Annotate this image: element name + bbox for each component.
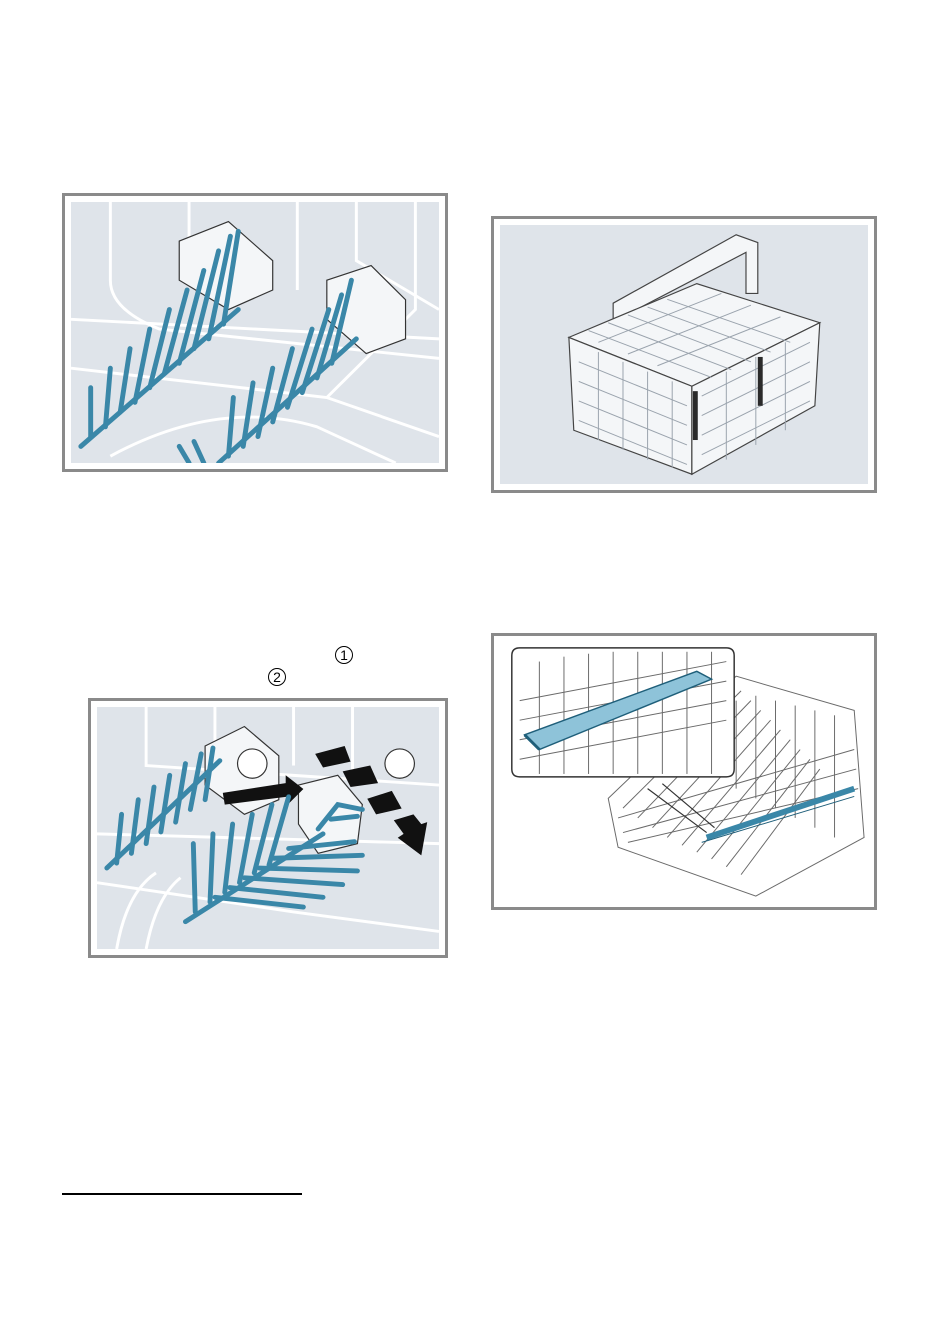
cutlery-basket-illustration-icon: [500, 225, 868, 484]
callout-circle-2: [385, 749, 414, 778]
cutlery-basket-figure: [491, 216, 877, 493]
step-marker-1: 1: [335, 646, 353, 664]
upper-rack-lever-illustration-icon: [500, 642, 868, 901]
footnote-rule: [62, 1193, 302, 1195]
step-marker-2: 2: [268, 668, 286, 686]
rack-tines-illustration-icon: [71, 202, 439, 463]
upper-rack-lever-figure: [491, 633, 877, 910]
rack-tines-figure: [62, 193, 448, 472]
rack-tines-adjust-illustration-icon: [97, 707, 439, 949]
rack-tines-adjust-figure: [88, 698, 448, 958]
callout-circle-1: [238, 749, 267, 778]
